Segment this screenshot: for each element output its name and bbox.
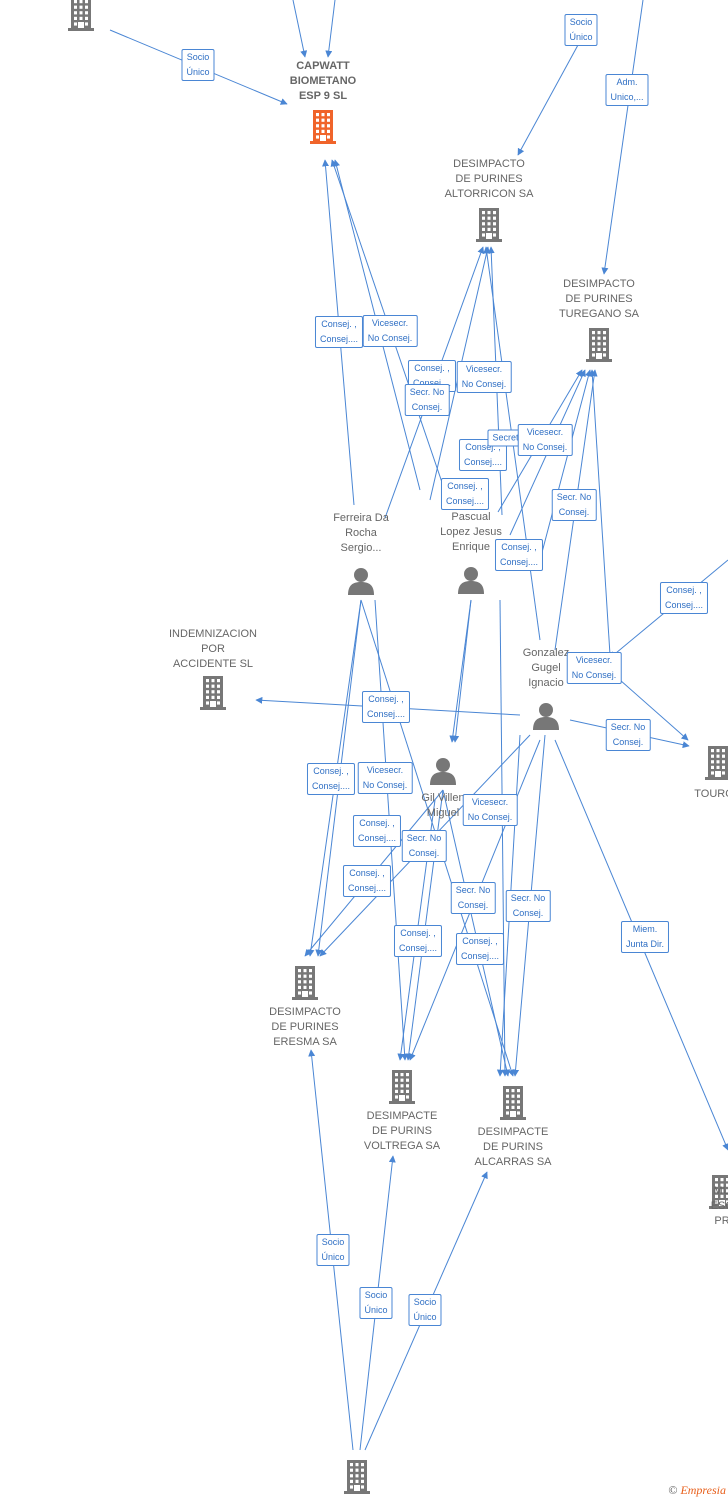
company-icon[interactable] — [586, 328, 612, 367]
node-label[interactable]: Ferreira Da Rocha Sergio... — [333, 512, 389, 554]
relationship-label[interactable]: Consej. , Consej.... — [393, 925, 443, 957]
company-icon[interactable] — [344, 1460, 370, 1499]
building-icon — [476, 208, 502, 242]
relationship-label[interactable]: Consej. , Consej.... — [352, 815, 402, 847]
brand-name: Empresia — [680, 1483, 726, 1497]
relationship-label[interactable]: Vicesecr. No Consej. — [357, 762, 413, 794]
building-icon — [705, 746, 728, 780]
building-icon — [344, 1460, 370, 1494]
relationship-label[interactable]: Secr. No Consej. — [450, 882, 496, 914]
person-icon — [458, 567, 484, 594]
relationship-label[interactable]: Consej. , Consej.... — [342, 865, 392, 897]
company-icon[interactable] — [705, 746, 728, 785]
company-icon[interactable] — [200, 676, 226, 715]
relationship-label[interactable]: Consej. , Consej.... — [659, 582, 709, 614]
edge-line — [449, 599, 472, 743]
building-icon — [709, 1175, 728, 1209]
building-icon — [500, 1086, 526, 1120]
building-icon — [586, 328, 612, 362]
relationship-label[interactable]: Consej. , Consej.... — [455, 933, 505, 965]
node-label[interactable]: DESIMPACTO DE PURINES TUREGANO SA — [558, 278, 640, 320]
relationship-label[interactable]: Socio Único — [564, 14, 598, 46]
relationship-label[interactable]: Consej. , Consej.... — [458, 439, 508, 471]
edge-line — [517, 44, 579, 156]
person-icon[interactable] — [347, 567, 375, 600]
company-icon[interactable] — [709, 1175, 728, 1214]
building-icon — [292, 966, 318, 1000]
node-label[interactable]: CAPWATT BIOMETANO ESP 9 SL — [289, 60, 357, 102]
edge-line — [588, 369, 611, 656]
building-icon — [200, 676, 226, 710]
relationship-label[interactable]: Consej. , Consej.... — [314, 316, 364, 348]
relationship-label[interactable]: Socio Único — [316, 1234, 350, 1266]
node-label[interactable]: Gonzalez Gugel Ignacio — [522, 647, 570, 689]
node-label[interactable]: DESIMPACTE DE PURINS VOLTREGA SA — [363, 1110, 441, 1152]
relationship-label[interactable]: Vicesecr. No Consej. — [362, 315, 418, 347]
relationship-label[interactable]: Consej. , Consej.... — [494, 539, 544, 571]
building-icon — [68, 0, 94, 31]
node-label[interactable]: DESIMPACTE DE PURINS ALCARRAS SA — [474, 1126, 552, 1168]
relationship-label[interactable]: Miem. Junta Dir. — [620, 921, 670, 953]
copyright-symbol: © — [668, 1483, 678, 1497]
watermark: © Empresia — [668, 1483, 726, 1498]
node-label[interactable]: DESIMPACTO DE PURINES ERESMA SA — [269, 1006, 341, 1048]
person-icon — [430, 758, 456, 785]
node-label[interactable]: MU ESC PR — [710, 1185, 728, 1227]
relationship-label[interactable]: Vicesecr. No Consej. — [456, 361, 512, 393]
person-icon[interactable] — [532, 702, 560, 735]
edge-line — [325, 0, 336, 58]
relationship-label[interactable]: Socio Único — [408, 1294, 442, 1326]
company-icon[interactable] — [292, 966, 318, 1005]
relationship-label[interactable]: Consej. , Consej.... — [306, 763, 356, 795]
person-icon — [348, 568, 374, 595]
person-icon[interactable] — [457, 566, 485, 599]
edge-line — [292, 0, 308, 58]
relationship-label[interactable]: Vicesecr. No Consej. — [566, 652, 622, 684]
relationship-label[interactable]: Adm. Unico,... — [605, 74, 649, 106]
edge-line — [619, 679, 689, 741]
node-label[interactable]: INDEMNIZACION POR ACCIDENTE SL — [169, 628, 257, 670]
relationship-label[interactable]: Secr. No Consej. — [401, 830, 447, 862]
relationship-label[interactable]: Secr. No Consej. — [505, 890, 551, 922]
node-label[interactable]: DESIMPACTO DE PURINES ALTORRICON SA — [444, 158, 534, 200]
relationship-label[interactable]: Vicesecr. No Consej. — [517, 424, 573, 456]
relationship-label[interactable]: Consej. , Consej.... — [361, 691, 411, 723]
relationship-label[interactable]: Socio Único — [359, 1287, 393, 1319]
node-label[interactable]: Gil Villen Miguel — [421, 792, 465, 819]
edge-line — [601, 0, 644, 275]
relationship-label[interactable]: Secr. No Consej. — [605, 719, 651, 751]
edge-line — [539, 369, 592, 561]
person-icon — [533, 703, 559, 730]
main-company-icon[interactable] — [310, 110, 336, 149]
node-label[interactable]: Pascual Lopez Jesus Enrique — [440, 511, 502, 553]
company-icon[interactable] — [500, 1086, 526, 1125]
relationship-label[interactable]: Vicesecr. No Consej. — [462, 794, 518, 826]
company-icon[interactable] — [68, 0, 94, 36]
building-icon — [389, 1070, 415, 1104]
node-label[interactable]: TOURON — [694, 788, 728, 800]
relationship-label[interactable]: Secr. No Consej. — [551, 489, 597, 521]
person-icon[interactable] — [429, 757, 457, 790]
company-icon[interactable] — [476, 208, 502, 247]
company-icon[interactable] — [389, 1070, 415, 1109]
building-icon — [310, 110, 336, 144]
relationship-label[interactable]: Secr. No Consej. — [404, 384, 450, 416]
relationship-label[interactable]: Consej. , Consej.... — [440, 478, 490, 510]
relationship-label[interactable]: Socio Único — [181, 49, 215, 81]
